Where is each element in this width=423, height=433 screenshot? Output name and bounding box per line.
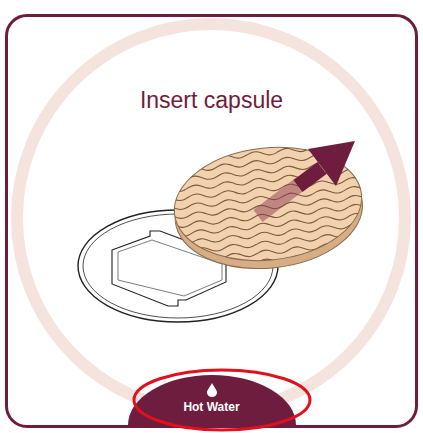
- capsule-texture: [172, 230, 369, 256]
- direction-arrow: [258, 141, 355, 216]
- capsule-texture: [171, 221, 368, 247]
- highlight-ellipse: [134, 370, 310, 430]
- capsule-texture: [173, 239, 370, 265]
- instruction-title: Insert capsule: [8, 87, 415, 114]
- water-drop-icon: [207, 383, 217, 397]
- hot-water-tab: Hot Water: [128, 375, 296, 425]
- background-ring: [17, 24, 405, 412]
- button-label: Hot Water: [128, 400, 296, 414]
- capsule-texture: [174, 248, 371, 274]
- capsule: [162, 131, 372, 278]
- instruction-card: Hot Water Insert capsule: [5, 14, 418, 428]
